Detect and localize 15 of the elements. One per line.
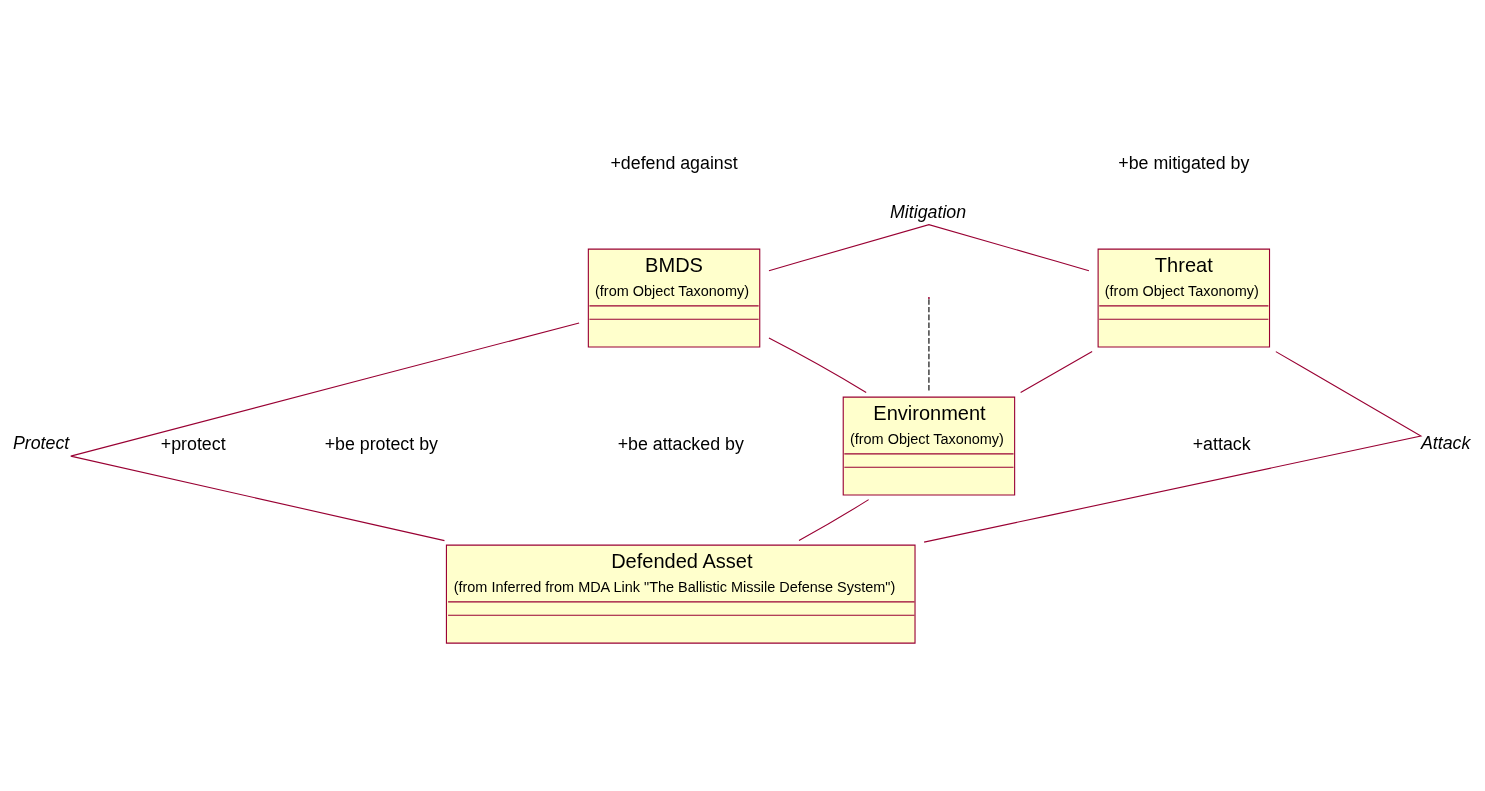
label: +defend against <box>610 152 738 173</box>
edge-label: Mitigation <box>889 201 967 222</box>
connector <box>1020 350 1093 393</box>
label: +be attacked by <box>617 433 744 454</box>
connector <box>70 321 580 541</box>
connector <box>768 223 1090 271</box>
connector <box>798 498 870 541</box>
connector <box>768 337 867 393</box>
connector <box>923 350 1422 543</box>
label: +be protect by <box>324 433 438 454</box>
label: +protect <box>160 433 226 454</box>
edge-label: Attack <box>1420 432 1471 453</box>
label: +attack <box>1192 433 1251 454</box>
label: +be mitigated by <box>1118 152 1250 173</box>
edge-label: Protect <box>12 432 70 453</box>
